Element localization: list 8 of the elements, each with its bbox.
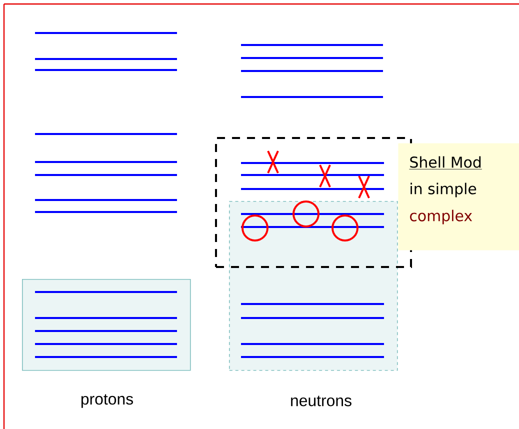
callout-text: in simple bbox=[410, 182, 476, 198]
column-label: protons bbox=[81, 394, 133, 408]
proton-box bbox=[22, 279, 191, 371]
neutron-box bbox=[229, 201, 398, 371]
callout-text: complex bbox=[410, 210, 472, 224]
callout-text: Shell Mod bbox=[409, 156, 482, 170]
column-label: neutrons bbox=[291, 396, 352, 406]
callout-box bbox=[398, 143, 519, 250]
